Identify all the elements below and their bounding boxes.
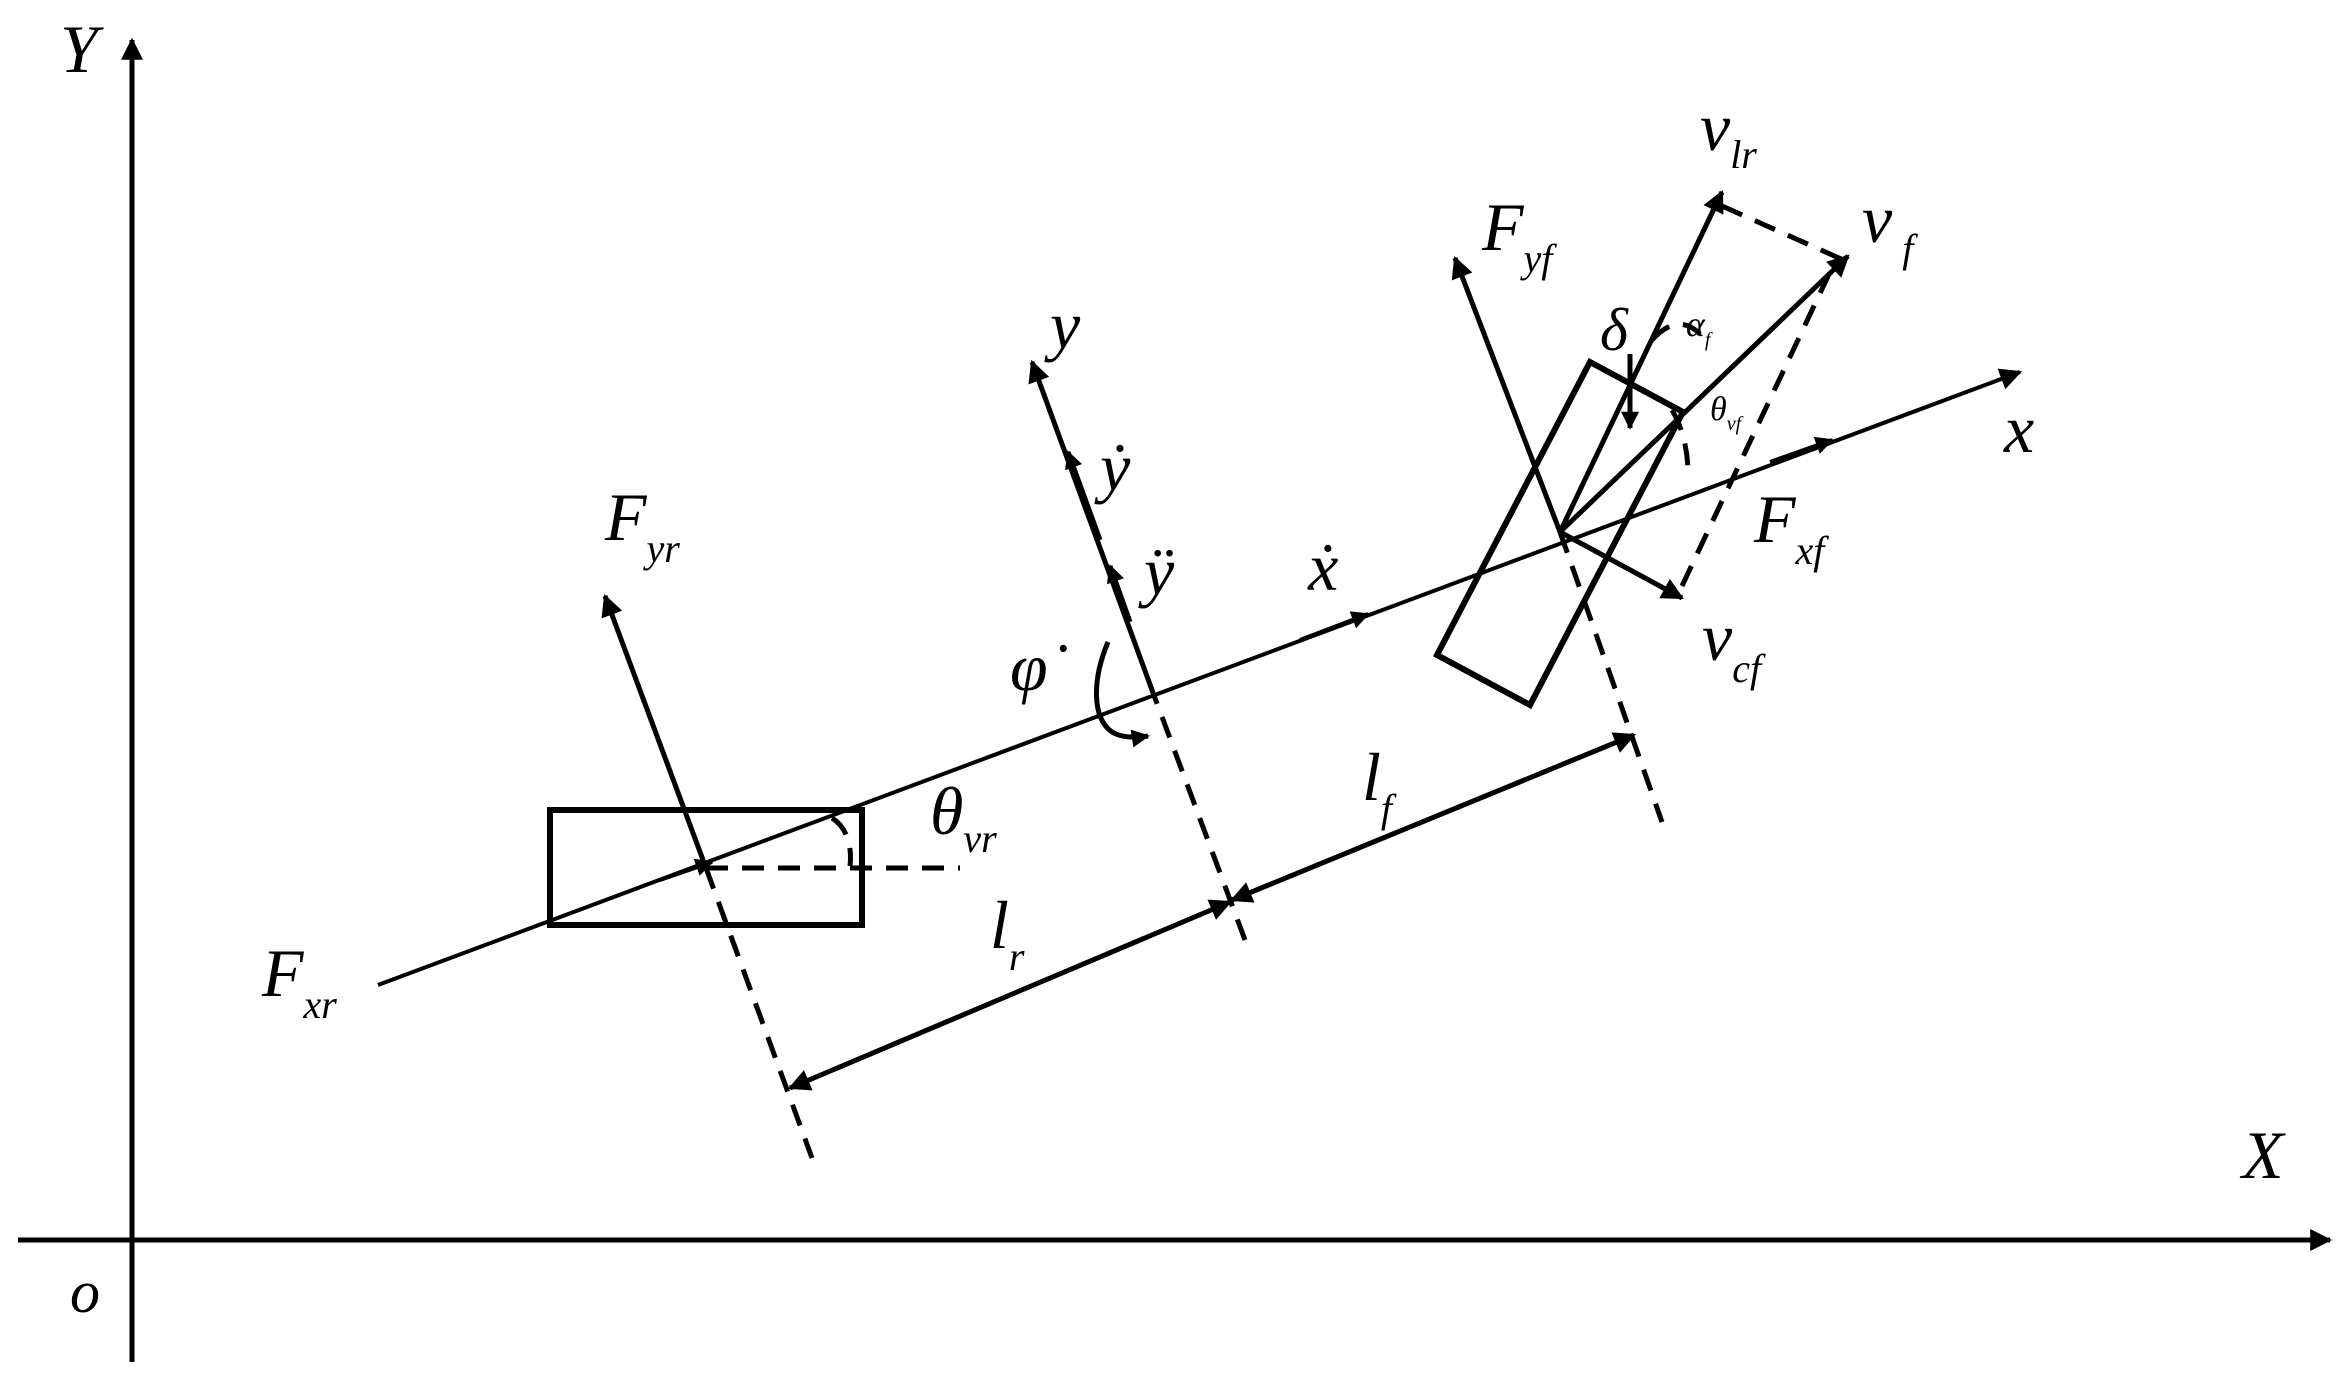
theta-vr-arc: [830, 815, 853, 867]
vcf-label: vcf: [1702, 599, 1766, 691]
theta-vr-label: θvr: [930, 773, 997, 861]
fyf-label: Fyf: [1481, 189, 1557, 281]
v-lr-arrow: [1557, 190, 1725, 534]
y-ddot-arrow: [1106, 564, 1133, 623]
y-dot-arrow: [1065, 450, 1103, 541]
phi-dot-label: φ̇: [1010, 629, 1068, 705]
fyr-label: Fyr: [604, 479, 680, 571]
alpha-f-arc: [1650, 321, 1702, 342]
rear-lateral-force-arrow: [601, 593, 709, 869]
y-dot-label: ẏ: [1094, 429, 1131, 505]
body-x-axis: [377, 368, 2023, 987]
lf-label: lf: [1362, 739, 1397, 831]
front-wheel: [1432, 357, 1688, 710]
delta-label: δ: [1600, 297, 1629, 363]
vlr-label: vlr: [1700, 89, 1757, 177]
yaw-rate-arc: [1093, 641, 1150, 748]
alpha-f-label: αf: [1686, 304, 1713, 351]
rear-axle-dashed: [703, 867, 815, 1159]
theta-vf-label: θvf: [1710, 391, 1744, 435]
global-x-label: X: [2239, 1117, 2286, 1193]
y-ddot-label: ÿ: [1138, 533, 1175, 609]
global-y-label: Y: [60, 11, 104, 87]
body-y-axis-dashed: [1149, 689, 1248, 941]
x-dot-label: ẋ: [1307, 529, 1338, 605]
lr-dimension-line: [787, 899, 1233, 1091]
theta-vf-arc: [1669, 408, 1691, 473]
x-dot-arrow: [1299, 611, 1370, 642]
v-f-arrow: [1558, 254, 1850, 534]
front-axle-dashed: [1557, 531, 1665, 823]
fxf-label: Fxf: [1753, 481, 1829, 573]
origin-label: o: [70, 1259, 100, 1325]
front-lateral-force-arrow: [1451, 255, 1563, 533]
body-y-axis: [1028, 359, 1155, 691]
v-cf-arrow: [1558, 529, 1684, 601]
body-y-label: y: [1044, 287, 1081, 363]
front-axis-arrow: [1769, 436, 1834, 464]
lf-dimension-line: [1229, 732, 1637, 903]
v-cf-parallelogram-side: [1679, 270, 1833, 588]
lr-label: lr: [990, 887, 1025, 979]
body-x-label: x: [2003, 391, 2034, 467]
fxr-label: Fxr: [261, 935, 337, 1027]
v-lr-parallelogram-top: [1720, 203, 1850, 265]
